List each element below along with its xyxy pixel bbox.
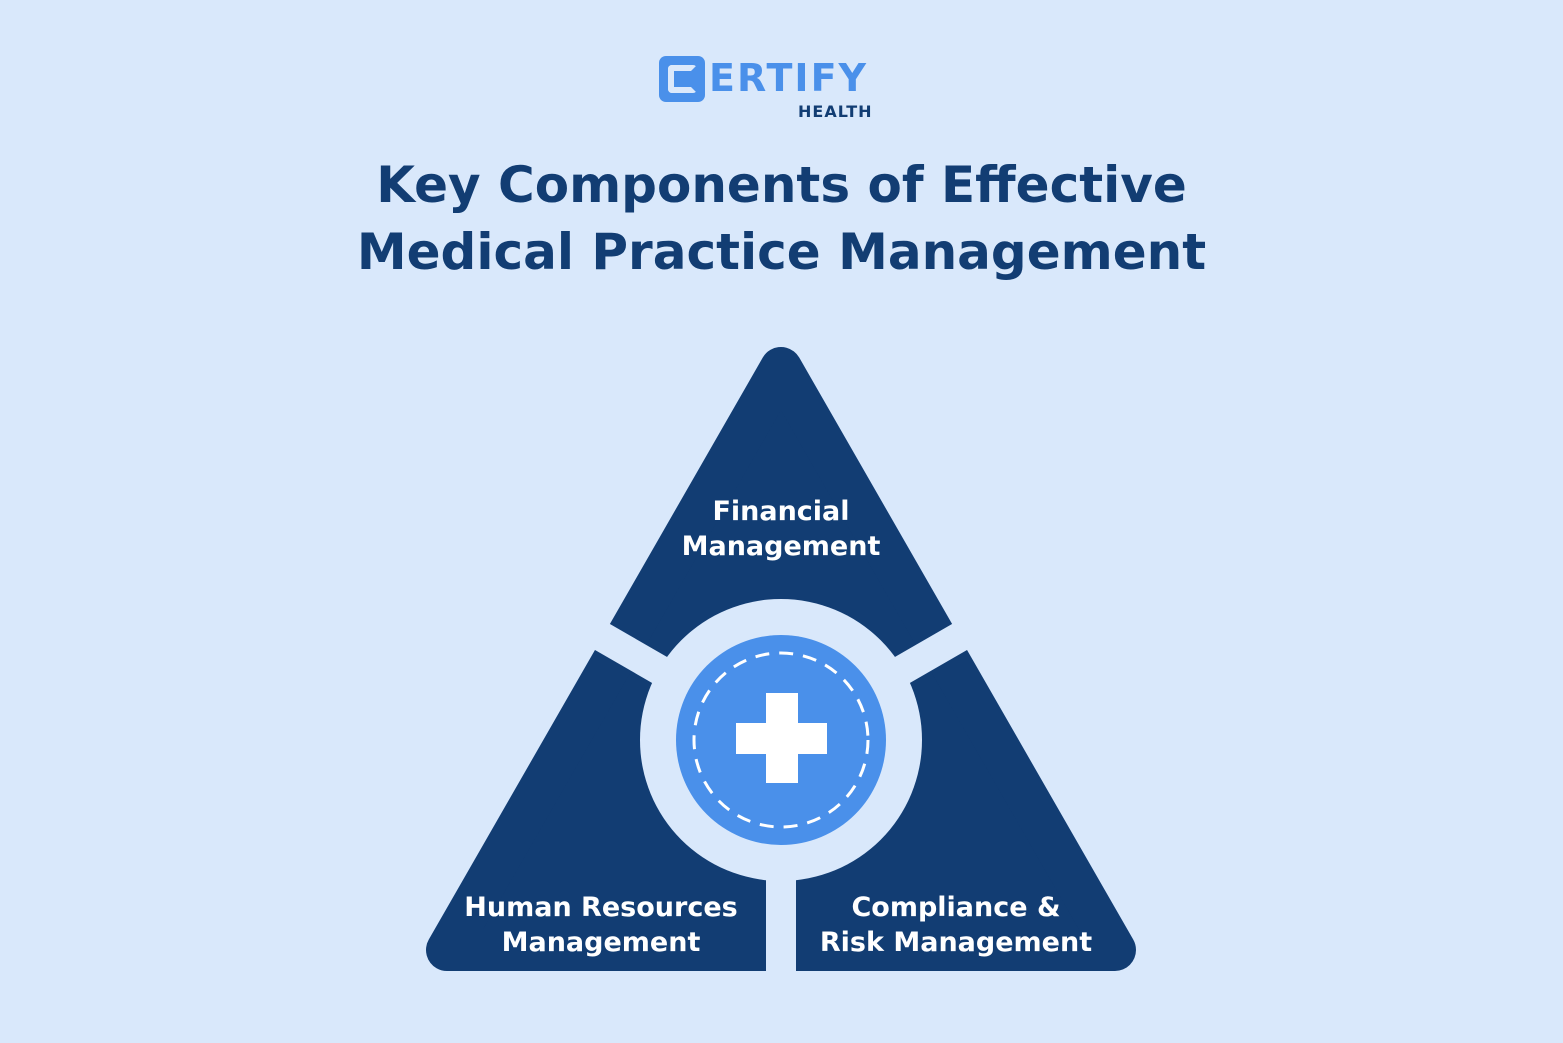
segment-financial: Financial Management [631, 494, 931, 564]
title-line-1: Key Components of Effective [376, 156, 1187, 214]
logo-brand: ERTIFY [709, 56, 869, 100]
segment-label: Risk Management [819, 927, 1093, 958]
logo-sub: HEALTH [798, 102, 873, 121]
logo-c-icon [659, 56, 705, 102]
segment-label: Financial [712, 496, 850, 527]
segment-compliance: Compliance & Risk Management [806, 890, 1106, 960]
segment-label: Management [501, 927, 701, 958]
certify-health-logo: ERTIFY HEALTH [659, 56, 909, 124]
segment-label: Management [681, 531, 881, 562]
medical-cross-icon [736, 693, 827, 783]
segment-human-resources: Human Resources Management [446, 890, 756, 960]
page-title: Key Components of Effective Medical Prac… [0, 152, 1563, 286]
segment-label: Human Resources [464, 892, 738, 923]
segment-label: Compliance & [851, 892, 1061, 923]
dashed-ring [692, 651, 870, 829]
title-line-2: Medical Practice Management [356, 223, 1207, 281]
